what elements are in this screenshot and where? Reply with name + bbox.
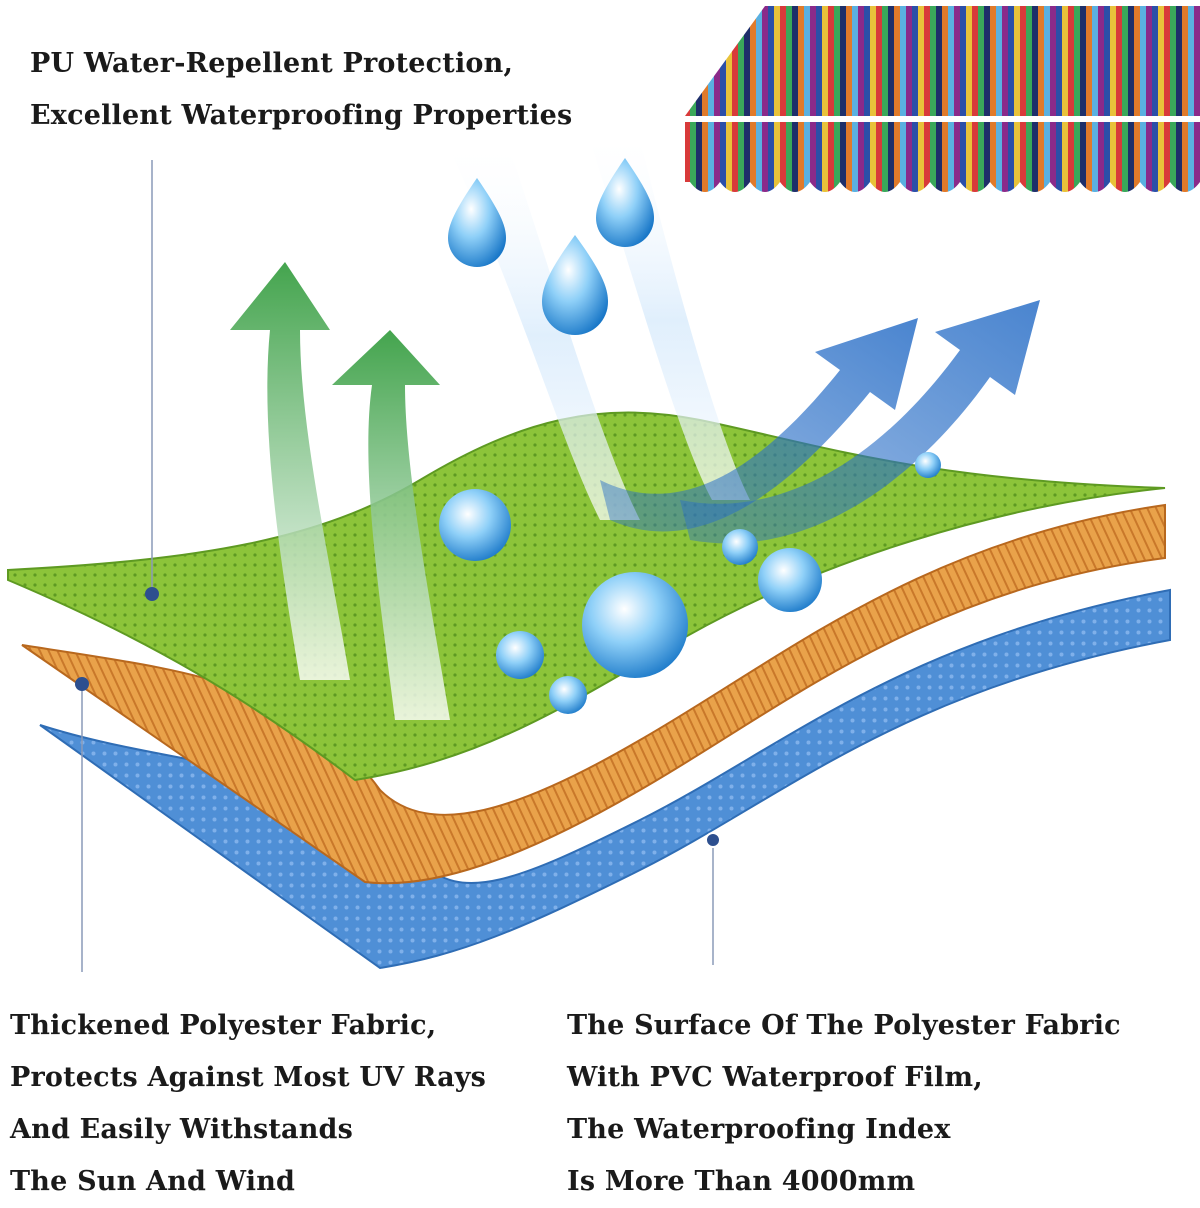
water-bead-icon <box>439 452 941 714</box>
caption-line: The Surface Of The Polyester Fabric <box>567 1010 1121 1041</box>
caption-line: The Waterproofing Index <box>567 1114 951 1145</box>
caption-line: PU Water-Repellent Protection, <box>30 48 514 79</box>
caption-line: Excellent Waterproofing Properties <box>30 100 573 131</box>
pu-coating-layer <box>7 411 1166 782</box>
caption-line: And Easily Withstands <box>10 1114 354 1145</box>
leader-line-left <box>75 677 89 972</box>
water-drop-icon <box>448 158 654 335</box>
caption-line: Thickened Polyester Fabric, <box>10 1010 437 1041</box>
pu-coating-caption: PU Water-Repellent Protection, Excellent… <box>30 38 572 142</box>
caption-line: Is More Than 4000mm <box>567 1166 916 1197</box>
caption-line: With PVC Waterproof Film, <box>567 1062 983 1093</box>
green-arrow-icon <box>230 262 450 720</box>
caption-line: The Sun And Wind <box>10 1166 296 1197</box>
blue-arrow-icon <box>600 300 1040 544</box>
polyester-fabric-caption: Thickened Polyester Fabric, Protects Aga… <box>10 1000 486 1208</box>
leader-line-right <box>705 832 721 965</box>
leader-line-top <box>145 160 159 601</box>
caption-line: Protects Against Most UV Rays <box>10 1062 487 1093</box>
pvc-film-caption: The Surface Of The Polyester Fabric With… <box>567 1000 1121 1208</box>
awning-icon <box>682 6 1200 192</box>
